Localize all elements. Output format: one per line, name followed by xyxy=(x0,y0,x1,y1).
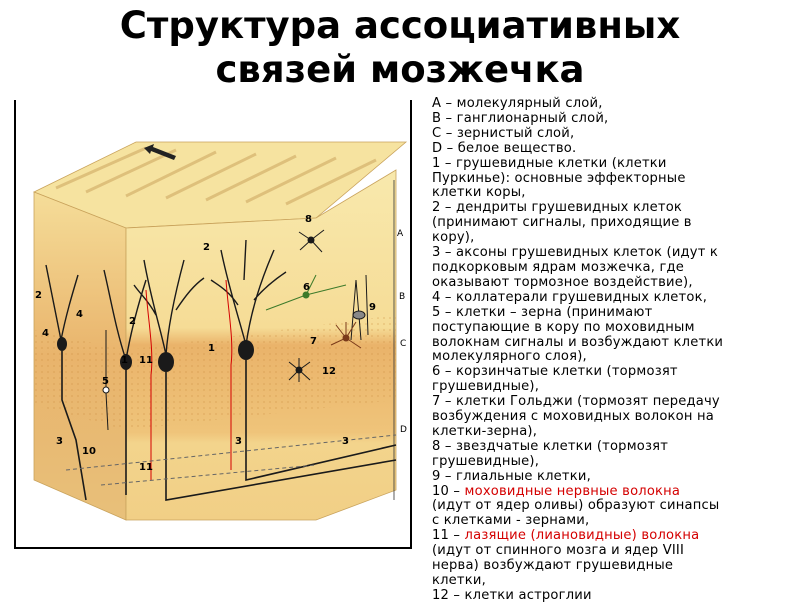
purkinje-bodies xyxy=(57,337,254,372)
diagram-label-1b: 1 xyxy=(208,343,215,354)
legend-line: клетки, xyxy=(432,573,486,588)
legend-line-11-prefix: 11 – xyxy=(432,528,465,544)
page-title: Структура ассоциативных связей мозжечка xyxy=(0,4,800,92)
legend-line: C – зернистый слой, xyxy=(432,125,575,141)
diagram-label-2c: 2 xyxy=(129,316,136,327)
direction-arrow xyxy=(144,144,176,160)
legend-line: 9 – глиальные клетки, xyxy=(432,468,591,484)
stellate-cell xyxy=(298,229,325,253)
layer-label-b: B xyxy=(399,292,405,302)
legend-line-11: 11 – лазящие (лиановидные) волокна xyxy=(432,528,794,544)
legend-line: оказывают тормозное воздействие), xyxy=(432,274,693,290)
legend-line: грушевидные), xyxy=(432,453,540,469)
glial-cell xyxy=(350,274,369,341)
legend-line: с клетками - зернами, xyxy=(432,513,590,529)
frame-right-border xyxy=(410,100,412,549)
legend-line-10: 10 – моховидные нервные волокна xyxy=(432,483,794,500)
legend-line: A – молекулярный слой, xyxy=(432,96,603,111)
purkinje-axons xyxy=(61,351,397,501)
frame-left-border xyxy=(14,100,16,549)
legend-line: Пуркинье): основные эффекторные xyxy=(432,170,686,186)
diagram-label-1a: 1 xyxy=(121,355,128,366)
diagram-layer-labels: A B C D xyxy=(397,229,407,435)
diagram-label-3a: 3 xyxy=(56,436,63,447)
diagram-label-9: 9 xyxy=(369,302,376,313)
climbing-fibers-highlight: лазящие (лиановидные) волокна xyxy=(464,528,700,544)
legend-line: молекулярного слоя), xyxy=(432,349,587,365)
legend-line: 8 – звездчатые клетки (тормозят xyxy=(432,438,669,454)
diagram-label-7: 7 xyxy=(310,336,317,347)
climbing-fibers xyxy=(145,279,233,480)
granule-cell xyxy=(102,330,110,431)
parallel-fiber-ridges xyxy=(55,146,377,206)
diagram-label-5: 5 xyxy=(102,376,109,387)
legend-text: A – молекулярный слой, B – ганглионарный… xyxy=(432,96,794,604)
legend-line: 4 – коллатерали грушевидных клеток, xyxy=(432,289,708,305)
diagram-label-3c: 3 xyxy=(342,436,349,447)
legend-line: 5 – клетки – зерна (принимают xyxy=(432,304,653,320)
diagram-label-2a: 2 xyxy=(203,242,210,253)
legend-line: нерва) возбуждают грушевидные xyxy=(432,558,674,574)
diagram-label-4b: 4 xyxy=(42,328,49,339)
diagram-label-2b: 2 xyxy=(35,290,42,301)
purkinje-dendrites xyxy=(45,239,287,361)
legend-line: кору), xyxy=(432,230,475,246)
title-line-2: связей мозжечка xyxy=(215,48,585,91)
legend-line: 7 – клетки Гольджи (тормозят передачу xyxy=(432,394,720,410)
legend-line: 3 – аксоны грушевидных клеток (идут к xyxy=(432,245,719,261)
legend-line: волокнам сигналы и возбуждают клетки xyxy=(432,334,724,350)
mossy-fibers-highlight: моховидные нервные волокна xyxy=(464,483,681,499)
diagram-label-4a: 4 xyxy=(76,309,83,320)
diagram-label-6: 6 xyxy=(303,282,310,293)
legend-line: (идут от спинного мозга и ядер VIII xyxy=(432,543,685,559)
legend-line: подкорковым ядрам мозжечка, где xyxy=(432,259,685,275)
diagram-label-12: 12 xyxy=(322,366,336,377)
astroglia-cell xyxy=(288,358,311,382)
golgi-cell xyxy=(330,321,362,349)
layer-label-c: C xyxy=(400,339,406,349)
legend-line: (принимают сигналы, приходящие в xyxy=(432,215,692,231)
legend-line: B – ганглионарный слой, xyxy=(432,110,609,126)
legend-line: клетки-зерна), xyxy=(432,423,538,439)
diagram-label-11a: 11 xyxy=(139,355,153,366)
legend-line: D – белое вещество. xyxy=(432,140,577,156)
legend-line-10-prefix: 10 – xyxy=(432,483,465,499)
legend-line: 6 – корзинчатые клетки (тормозят xyxy=(432,364,678,380)
mossy-fibers xyxy=(65,434,397,486)
frame-bottom-border xyxy=(14,547,412,549)
legend-line: 12 – клетки астроглии xyxy=(432,587,592,603)
diagram-number-labels: 8 2 2 4 4 2 6 9 1 11 1 7 5 12 3 3 3 10 1… xyxy=(35,214,376,473)
title-line-1: Структура ассоциативных xyxy=(119,4,681,47)
legend-line: клетки коры, xyxy=(432,185,526,201)
layer-label-d: D xyxy=(400,425,407,435)
legend-line: 2 – дендриты грушевидных клеток xyxy=(432,200,683,216)
diagram-label-8: 8 xyxy=(305,214,312,225)
diagram-label-11b: 11 xyxy=(139,462,153,473)
legend-line: возбуждения с моховидных волокон на xyxy=(432,409,714,425)
diagram-label-3b: 3 xyxy=(235,436,242,447)
legend-line: поступающие в кору по моховидным xyxy=(432,319,695,335)
basket-cell xyxy=(265,274,347,311)
legend-line: (идут от ядер оливы) образуют синапсы xyxy=(432,498,720,514)
diagram-label-10: 10 xyxy=(82,446,96,457)
layer-label-a: A xyxy=(397,229,404,239)
legend-line: 1 – грушевидные клетки (клетки xyxy=(432,155,667,171)
cerebellum-illustration: 8 2 2 4 4 2 6 9 1 11 1 7 5 12 3 3 3 10 1… xyxy=(33,141,408,521)
legend-line: грушевидные), xyxy=(432,379,540,395)
